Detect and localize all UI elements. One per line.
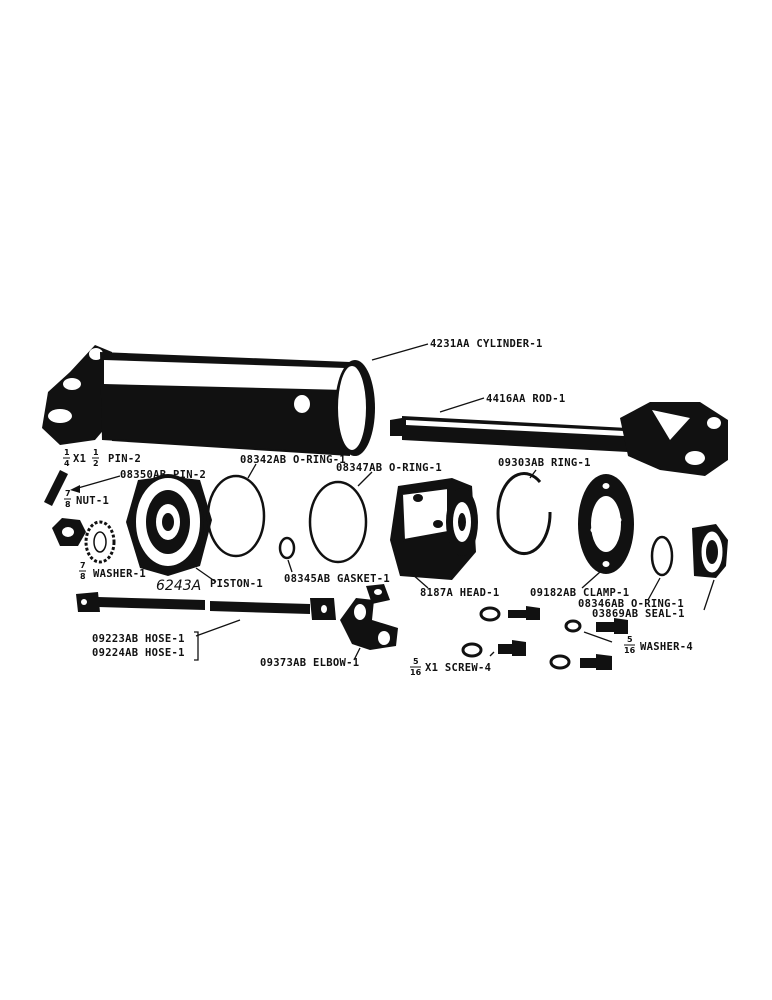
clamp-label: 09182AB CLAMP-1 bbox=[530, 587, 629, 599]
clamp-part bbox=[578, 474, 634, 574]
o-ring-08347-leader bbox=[357, 471, 373, 487]
o-ring-08347-label: 08347AB O-RING-1 bbox=[336, 462, 442, 474]
nut-label: 7 8 NUT-1 bbox=[64, 489, 109, 509]
svg-text:X1 SCREW-4: X1 SCREW-4 bbox=[425, 662, 491, 674]
svg-text:7: 7 bbox=[80, 561, 86, 570]
cylinder-leader bbox=[371, 343, 429, 361]
clamp-leader bbox=[581, 571, 601, 589]
piston-label: PISTON-1 bbox=[210, 578, 263, 590]
svg-text:2: 2 bbox=[93, 459, 99, 468]
o-ring-08342-leader bbox=[247, 463, 257, 479]
screw-label: 5 16 X1 SCREW-4 bbox=[410, 657, 491, 677]
head-label: 8187A HEAD-1 bbox=[420, 587, 499, 599]
o-ring-08346-leader bbox=[647, 577, 661, 601]
svg-text:5: 5 bbox=[413, 657, 419, 666]
nut-part bbox=[52, 518, 86, 546]
svg-text:NUT-1: NUT-1 bbox=[76, 495, 109, 507]
pin-1-4-label: 1 4 X1 1 2 PIN-2 bbox=[63, 448, 141, 468]
o-ring-08342-part bbox=[206, 474, 266, 558]
cylinder-label: 4231AA CYLINDER-1 bbox=[430, 338, 543, 350]
seal-label: 03869AB SEAL-1 bbox=[592, 608, 685, 620]
rod-leader bbox=[439, 397, 485, 413]
svg-text:X1: X1 bbox=[73, 453, 86, 465]
svg-text:16: 16 bbox=[410, 668, 422, 677]
seal-leader bbox=[703, 579, 715, 611]
washer-4-leader bbox=[583, 631, 613, 643]
seal-part bbox=[692, 524, 728, 578]
o-ring-08342-label: 08342AB O-RING-1 bbox=[240, 454, 346, 466]
pin-08350-arrow bbox=[70, 485, 80, 493]
pin-1-4-part bbox=[44, 470, 68, 506]
rod-part bbox=[390, 402, 728, 476]
svg-text:1: 1 bbox=[64, 448, 70, 457]
ring-09303-leader bbox=[529, 469, 537, 479]
head-leader bbox=[411, 573, 429, 589]
svg-text:WASHER-4: WASHER-4 bbox=[640, 641, 693, 653]
head-part bbox=[390, 478, 478, 580]
hose-09223-label: 09223AB HOSE-1 bbox=[92, 633, 185, 645]
elbow-label: 09373AB ELBOW-1 bbox=[260, 657, 359, 669]
svg-text:8: 8 bbox=[65, 500, 71, 509]
washer-4-label: 5 16 WASHER-4 bbox=[624, 635, 693, 655]
svg-text:16: 16 bbox=[624, 646, 636, 655]
hose-bracket bbox=[194, 631, 199, 661]
washer-7-8-part bbox=[84, 520, 116, 564]
o-ring-08346-label: 08346AB O-RING-1 bbox=[578, 598, 684, 610]
ring-09303-label: 09303AB RING-1 bbox=[498, 457, 591, 469]
piston-leader bbox=[195, 567, 217, 583]
svg-text:5: 5 bbox=[627, 635, 633, 644]
hose-part bbox=[76, 592, 336, 620]
piston-number: 6243A bbox=[156, 578, 201, 594]
pin-08350-leader bbox=[77, 475, 121, 489]
hose-09224-label: 09224AB HOSE-1 bbox=[92, 647, 185, 659]
rod-label: 4416AA ROD-1 bbox=[486, 393, 565, 405]
svg-text:8: 8 bbox=[80, 572, 86, 581]
piston-part bbox=[126, 474, 212, 576]
o-ring-08346-part bbox=[650, 535, 674, 577]
svg-text:PIN-2: PIN-2 bbox=[108, 453, 141, 465]
screw-washer-set bbox=[461, 606, 628, 670]
svg-text:4: 4 bbox=[64, 459, 70, 468]
washer-7-8-label: 7 8 WASHER-1 bbox=[79, 561, 146, 581]
gasket-label: 08345AB GASKET-1 bbox=[284, 573, 390, 585]
cylinder-part bbox=[42, 345, 375, 456]
svg-text:WASHER-1: WASHER-1 bbox=[93, 568, 146, 580]
elbow-leader bbox=[353, 647, 361, 661]
ring-09303-part bbox=[496, 472, 552, 555]
svg-text:7: 7 bbox=[65, 489, 71, 498]
hose-leader bbox=[195, 619, 241, 637]
gasket-part bbox=[278, 536, 296, 560]
screw-leader bbox=[489, 651, 495, 657]
gasket-leader bbox=[287, 559, 293, 573]
elbow-part bbox=[340, 584, 398, 650]
o-ring-08347-part bbox=[308, 480, 368, 564]
svg-text:1: 1 bbox=[93, 448, 99, 457]
